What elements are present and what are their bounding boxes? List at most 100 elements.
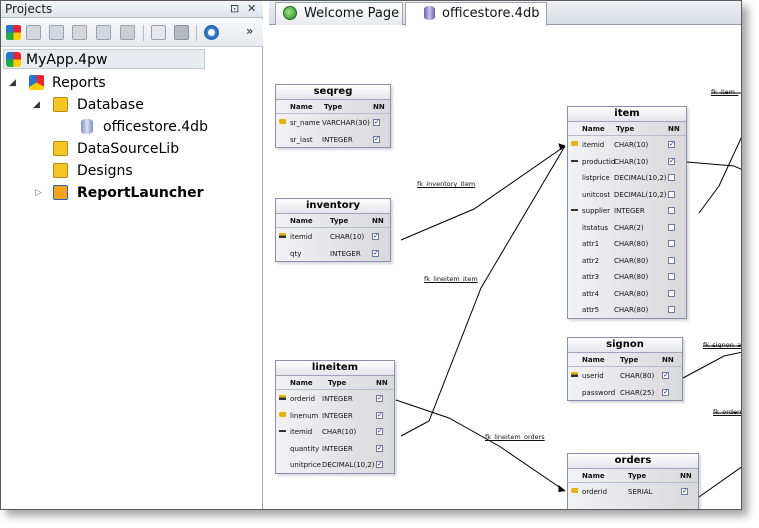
link-icon[interactable] <box>49 25 64 40</box>
schema-diagram-canvas[interactable]: fk_inventory_item fk_lineitem_item fk_li… <box>269 26 741 509</box>
expand-arrow-icon[interactable]: ◢ <box>9 78 16 88</box>
reports-icon <box>29 75 44 90</box>
not-null-checkbox[interactable]: ✓ <box>662 371 669 379</box>
foreign-key-icon <box>571 159 578 162</box>
tab-welcome-page[interactable]: Welcome Page <box>275 2 403 25</box>
col-name-header: Name <box>582 125 605 133</box>
refresh-icon[interactable] <box>204 25 219 40</box>
link-arrowhead <box>558 484 566 492</box>
not-null-checkbox[interactable] <box>668 223 675 231</box>
not-null-checkbox[interactable]: ✓ <box>372 248 379 257</box>
column-name: unitcost <box>582 190 611 199</box>
add-file-icon[interactable] <box>151 25 166 40</box>
tree-item-db-file[interactable]: officestore.4db <box>79 117 259 137</box>
projects-panel-title: Projects <box>5 2 53 16</box>
not-null-checkbox[interactable]: ✓ <box>376 394 383 402</box>
not-null-checkbox[interactable] <box>668 240 675 247</box>
remove-icon[interactable] <box>174 25 189 40</box>
new-file-icon[interactable] <box>96 25 111 40</box>
pin-icon[interactable]: ⊡ <box>230 2 240 15</box>
not-null-checkbox[interactable]: ✓ <box>662 387 669 396</box>
tree-item-reportlauncher[interactable]: ▷ ReportLauncher <box>35 183 255 203</box>
col-nn-header: NN <box>373 103 385 111</box>
not-null-checkbox[interactable] <box>668 190 675 198</box>
not-null-checkbox[interactable] <box>668 289 675 297</box>
not-null-checkbox[interactable]: ✓ <box>372 232 379 240</box>
editor-tab-bar: Welcome Page officestore.4db <box>269 1 741 26</box>
column-type: CHAR(10) <box>322 428 357 436</box>
column-name: attr3 <box>582 273 600 281</box>
column-type: CHAR(10) <box>614 141 649 149</box>
primary-key-icon <box>279 411 286 417</box>
not-null-checkbox[interactable] <box>668 207 675 214</box>
tree-item-reports[interactable]: ◢ Reports <box>9 73 209 93</box>
tree-item-database[interactable]: ◢ Database <box>33 95 233 115</box>
tree-item-datasourcelib[interactable]: DataSourceLib <box>53 139 253 159</box>
database-icon <box>81 119 93 134</box>
col-name-header: Name <box>290 217 313 225</box>
not-null-checkbox[interactable]: ✓ <box>376 427 383 435</box>
not-null-checkbox[interactable]: ✓ <box>373 118 380 126</box>
not-null-checkbox[interactable] <box>668 256 675 264</box>
col-name-header: Name <box>290 103 313 111</box>
not-null-checkbox[interactable]: ✓ <box>376 410 383 419</box>
expand-arrow-icon[interactable]: ◢ <box>33 100 40 110</box>
tab-officestore[interactable]: officestore.4db <box>405 2 547 26</box>
column-type: CHAR(80) <box>614 240 649 248</box>
not-null-checkbox[interactable]: ✓ <box>681 487 688 495</box>
new-folder-icon[interactable] <box>72 25 87 40</box>
package-icon[interactable] <box>120 25 135 40</box>
not-null-checkbox[interactable]: ✓ <box>376 443 383 452</box>
toolbar-overflow-icon[interactable]: » <box>246 24 254 38</box>
column-name: userid <box>582 372 604 380</box>
not-null-checkbox[interactable]: ✓ <box>373 134 380 143</box>
col-nn-header: NN <box>680 472 692 480</box>
build-all-icon[interactable] <box>6 25 21 40</box>
tree-item-project[interactable]: MyApp.4pw <box>3 49 205 69</box>
compile-icon[interactable] <box>26 25 41 40</box>
not-null-checkbox[interactable]: ✓ <box>376 460 383 468</box>
collapse-arrow-icon[interactable]: ▷ <box>35 188 42 198</box>
not-null-checkbox[interactable]: ✓ <box>668 156 675 165</box>
not-null-checkbox[interactable] <box>668 174 675 181</box>
link-signon-right <box>682 351 741 379</box>
column-name: unitprice <box>290 461 321 469</box>
link-item-supplier <box>698 137 741 214</box>
close-icon[interactable]: ✕ <box>247 2 257 15</box>
column-type: INTEGER <box>322 444 353 453</box>
tree-item-designs[interactable]: Designs <box>53 161 253 181</box>
not-null-checkbox[interactable] <box>668 273 675 280</box>
not-null-checkbox[interactable] <box>668 306 675 313</box>
not-null-checkbox[interactable]: ✓ <box>668 140 675 148</box>
column-name: sr_name <box>290 119 320 127</box>
